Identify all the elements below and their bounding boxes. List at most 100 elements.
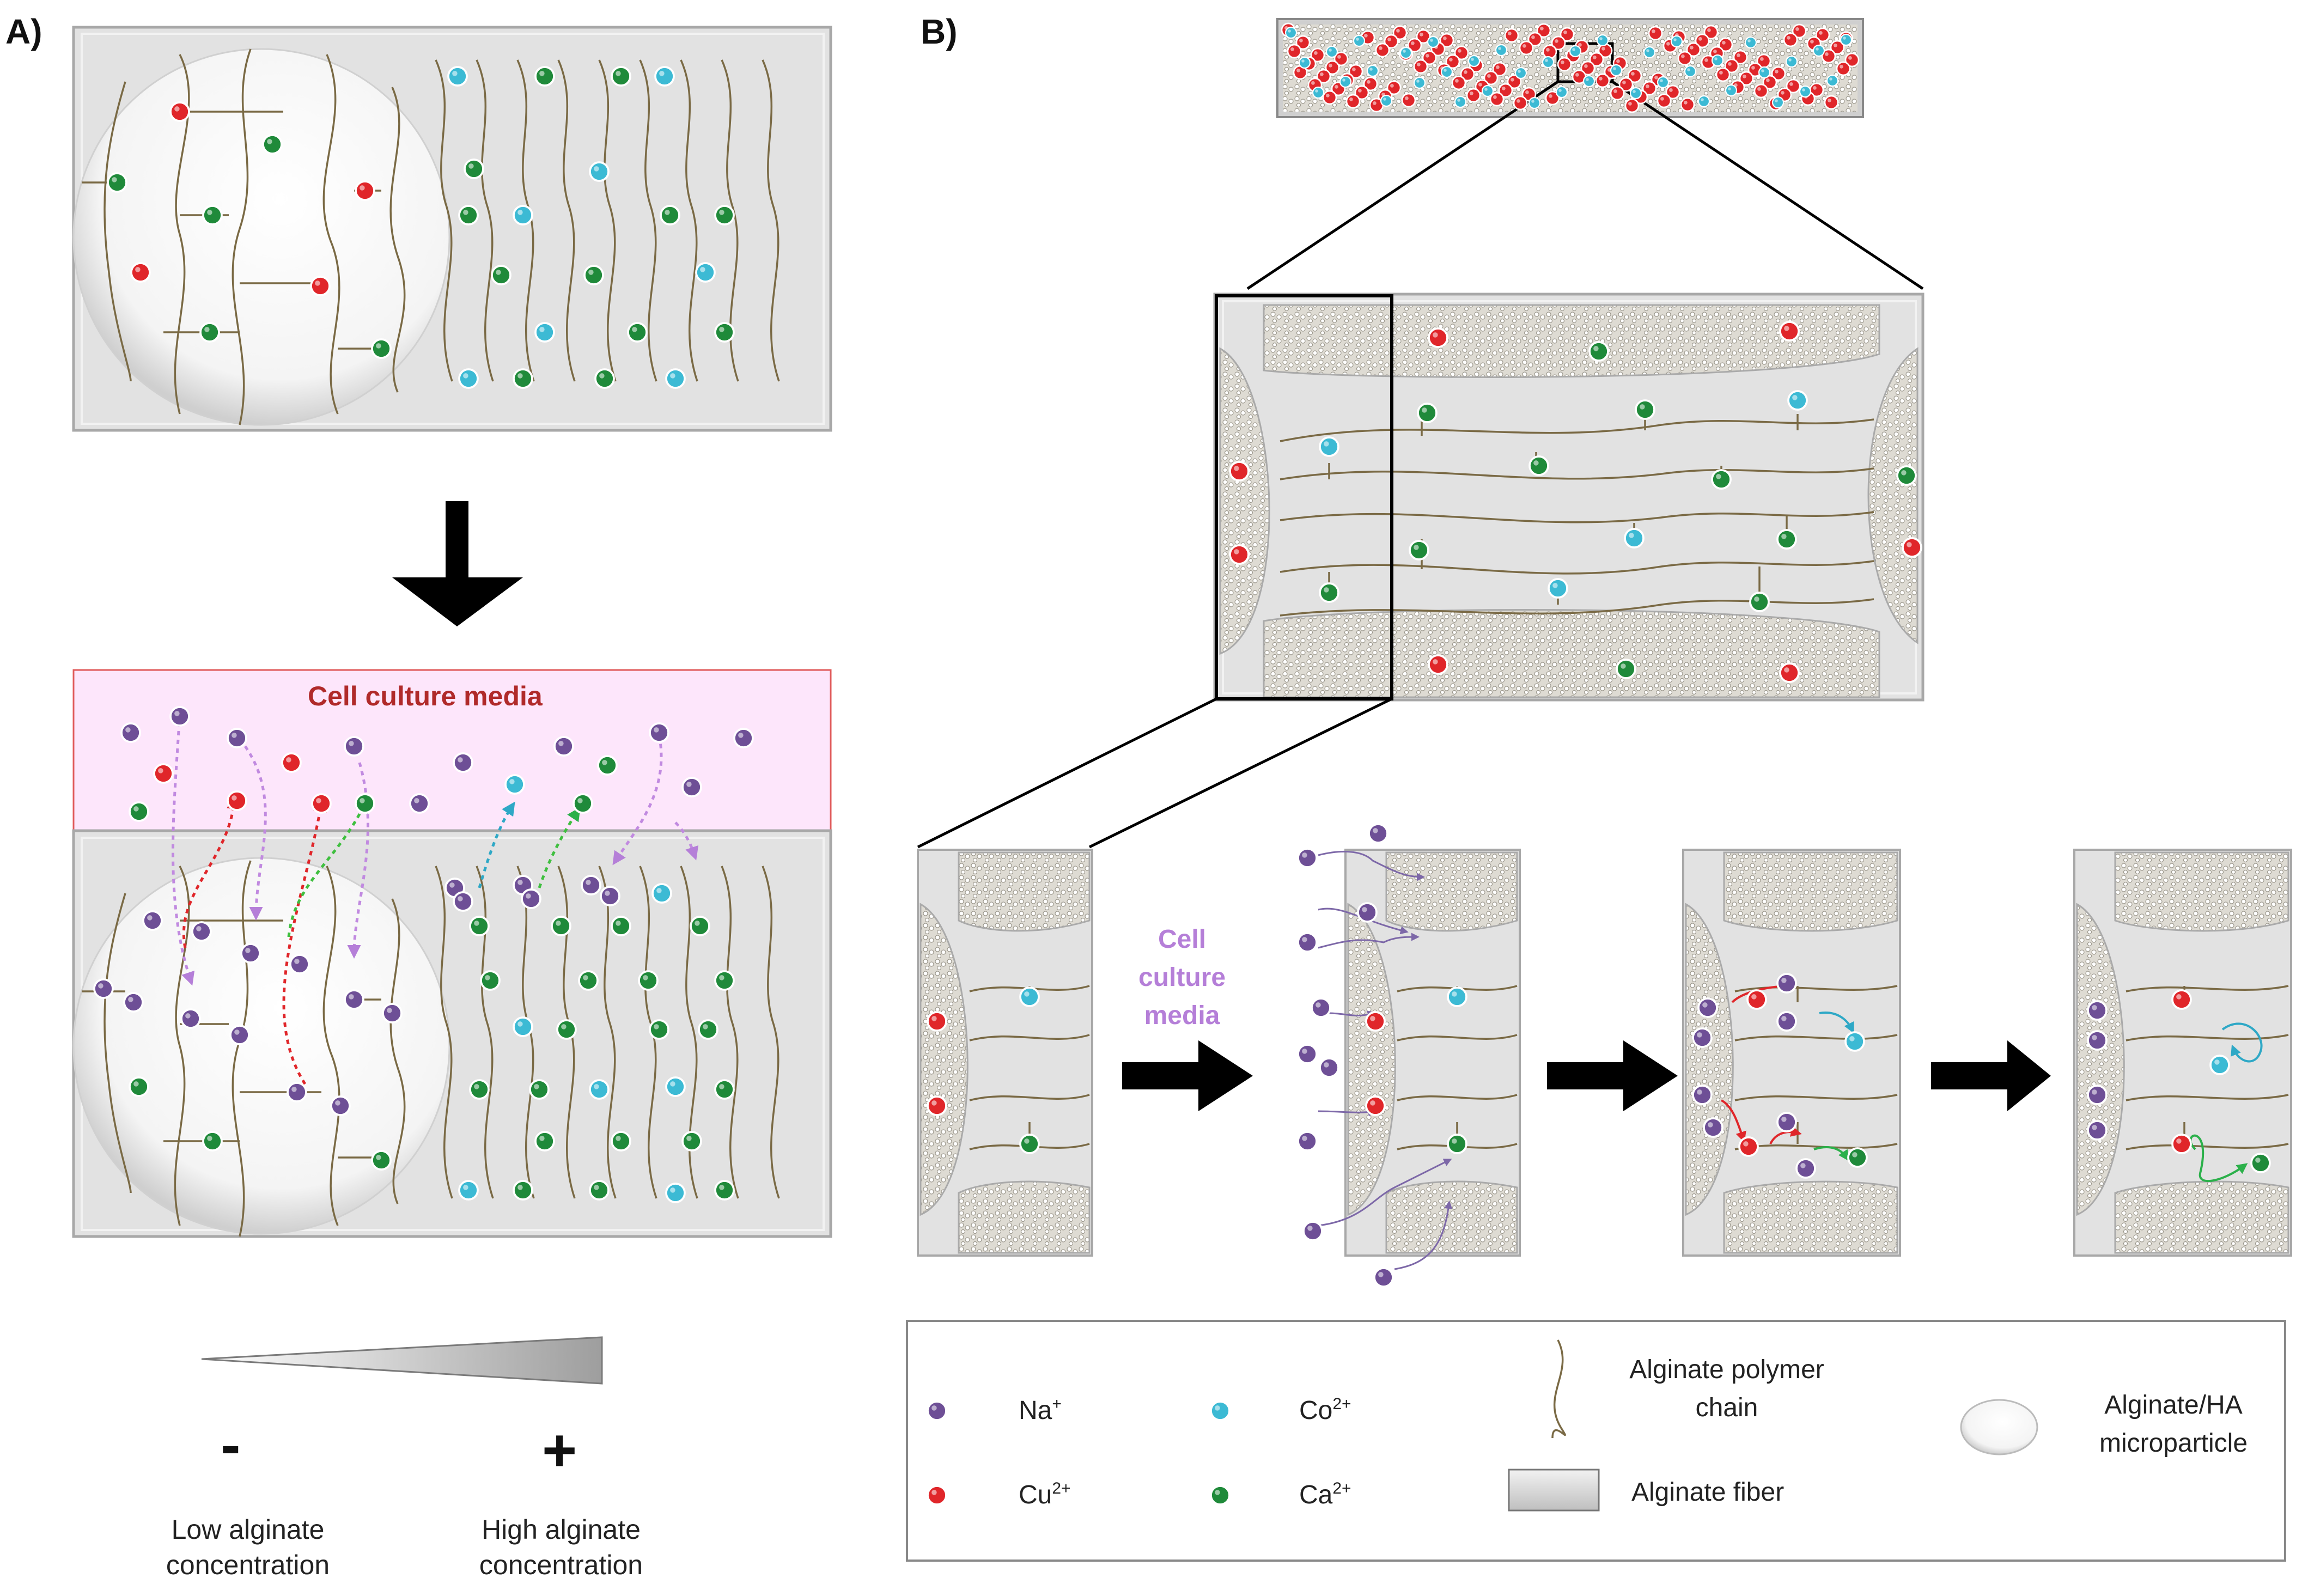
co-ion-icon <box>1844 1031 1865 1052</box>
co-ion-icon <box>1643 46 1656 59</box>
co-ion-icon <box>1440 65 1453 78</box>
ca-ion-icon <box>355 793 375 814</box>
ca-ion-icon <box>594 368 615 389</box>
high-concentration-label-1: High alginate <box>482 1514 641 1545</box>
cu-ion-icon <box>1762 75 1777 90</box>
low-concentration-label-1: Low alginate <box>172 1514 325 1545</box>
cu-ion-icon <box>1830 40 1845 55</box>
na-ion-icon <box>1319 1057 1339 1078</box>
ca-ion-icon <box>199 322 220 343</box>
co-ion-icon <box>1840 33 1853 46</box>
cu-ion-icon <box>355 180 375 201</box>
step-arrow-1-icon <box>1122 1040 1253 1111</box>
ca-ion-icon <box>534 66 555 87</box>
na-ion-icon <box>1302 1221 1323 1241</box>
ca-ion-icon <box>1776 529 1797 550</box>
ca-ion-icon <box>698 1019 718 1040</box>
ca-ion-icon <box>480 970 501 991</box>
na-ion-icon <box>649 722 669 743</box>
cu-ion-icon <box>311 793 332 814</box>
cu-ion-icon <box>2171 1134 2192 1154</box>
co-ion-icon <box>1787 390 1808 411</box>
na-ion-icon <box>240 943 261 964</box>
cell-culture-media-label: Cell culture media <box>308 681 543 711</box>
ca-ion-icon <box>107 172 127 193</box>
ca-ion-icon <box>611 1131 631 1152</box>
ca-ion-icon <box>469 916 490 936</box>
ca-ion-icon <box>714 1079 735 1100</box>
co-ion-icon <box>1657 76 1670 89</box>
ca-ion-icon <box>458 205 479 226</box>
cu-ion-icon <box>130 262 151 283</box>
cu-ion-icon <box>1375 42 1390 58</box>
ca-ion-icon <box>2250 1153 2271 1173</box>
co-ion-icon <box>1799 85 1812 98</box>
panel-a-release-gel: Cell culture media <box>72 669 832 1238</box>
na-ion-icon <box>1776 973 1797 994</box>
na-ion-icon <box>1692 1027 1713 1048</box>
co-ion-icon <box>513 205 533 226</box>
ca-ion-icon <box>551 916 571 936</box>
cu-ion-icon <box>1771 66 1786 81</box>
na-ion-icon <box>120 722 141 743</box>
ca-ion-icon <box>714 322 735 343</box>
co-ion-icon <box>1380 94 1393 107</box>
co-ion-icon <box>1467 54 1481 68</box>
ca-ion-icon <box>1409 540 1429 561</box>
cu-ion-icon <box>1229 461 1250 482</box>
cu-ion-icon <box>1498 83 1513 98</box>
cu-ion-icon <box>1445 54 1460 69</box>
co-ion-icon <box>1555 86 1568 99</box>
ca-ion-icon <box>714 205 735 226</box>
co-ion-icon <box>1298 56 1311 69</box>
release-steps: Cell culture media <box>917 849 2292 1270</box>
cu-ion-icon <box>1365 1011 1386 1032</box>
step-arrow-2-icon <box>1547 1040 1678 1111</box>
na-ion-icon <box>287 1082 307 1102</box>
co-ion-icon <box>1812 44 1825 57</box>
co-ion-icon <box>665 1076 686 1097</box>
cu-ion-icon <box>1551 35 1566 51</box>
na-ion-icon <box>191 921 212 942</box>
ions-layer <box>93 22 2271 1506</box>
co-ion-icon <box>1210 1400 1231 1421</box>
ca-ion-icon <box>1635 399 1655 420</box>
cu-ion-icon <box>1489 92 1505 107</box>
cu-ion-icon <box>1557 57 1572 72</box>
cu-ion-icon <box>153 763 174 784</box>
na-ion-icon <box>453 891 473 912</box>
legend-microparticle-label-1: Alginate/HA <box>2104 1391 2242 1420</box>
media-label-line-2: culture <box>1138 963 1226 992</box>
cu-ion-icon <box>1316 69 1331 84</box>
ca-ion-icon <box>1528 455 1549 476</box>
cu-ion-icon <box>1783 32 1798 47</box>
ca-ion-icon <box>202 1131 223 1152</box>
ca-ion-icon <box>529 1079 550 1100</box>
step-1-box <box>917 849 1093 1257</box>
co-ion-icon <box>1785 55 1798 68</box>
cu-ion-icon <box>1627 68 1642 83</box>
cu-ion-icon <box>1428 654 1448 675</box>
ca-ion-icon <box>464 159 484 179</box>
ca-ion-icon <box>202 205 223 226</box>
ca-ion-icon <box>371 338 392 359</box>
cu-ion-icon <box>1738 1136 1759 1157</box>
legend-box: Na+ Cu2+ Co2+ Ca2+ Alginate polymer chai… <box>906 1320 2286 1562</box>
co-ion-icon <box>1339 75 1352 88</box>
cu-ion-icon <box>1322 90 1337 105</box>
na-ion-icon <box>1297 1044 1318 1064</box>
cu-ion-icon <box>1618 77 1634 92</box>
legend-microparticle-icon <box>1960 1399 2038 1455</box>
cu-ion-icon <box>1483 70 1499 86</box>
ca-ion-icon <box>611 66 631 87</box>
co-ion-icon <box>1711 54 1724 67</box>
cu-ion-icon <box>1610 86 1625 101</box>
na-ion-icon <box>344 736 364 757</box>
na-ion-icon <box>227 728 247 748</box>
na-ion-icon <box>1776 1011 1797 1032</box>
step-4-box <box>2073 849 2292 1257</box>
cu-ion-icon <box>281 752 302 773</box>
na-ion-icon <box>1776 1112 1797 1132</box>
na-ion-icon <box>1297 932 1318 953</box>
